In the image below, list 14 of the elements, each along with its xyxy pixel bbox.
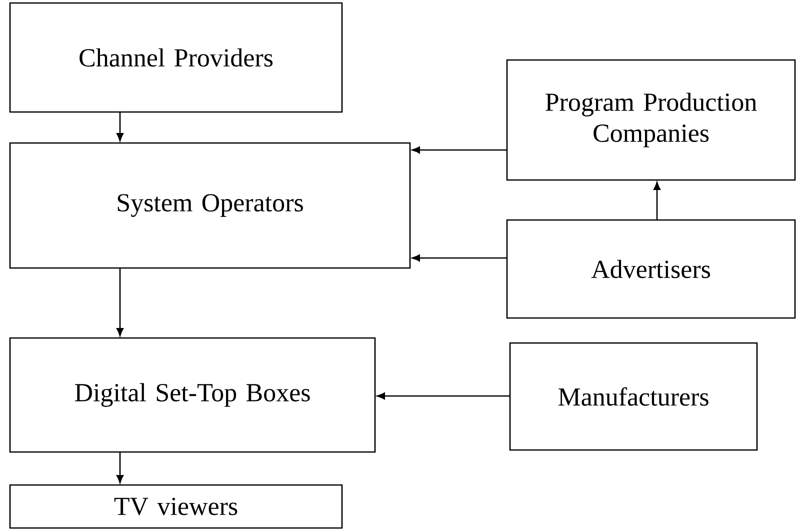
arrow [654,182,660,220]
arrow [376,392,510,400]
arrow [116,112,124,142]
process-box: System Operators [9,142,411,269]
process-box: TV viewers [9,484,343,529]
arrow [116,268,124,336]
process-box: Channel Providers [9,2,343,113]
process-box: Digital Set-Top Boxes [9,337,376,453]
process-box: Program Production Companies [506,59,796,181]
arrow [116,452,124,484]
process-box: Manufacturers [509,342,758,451]
arrow [412,254,507,262]
process-box: Advertisers [506,219,796,319]
arrow [412,146,507,154]
